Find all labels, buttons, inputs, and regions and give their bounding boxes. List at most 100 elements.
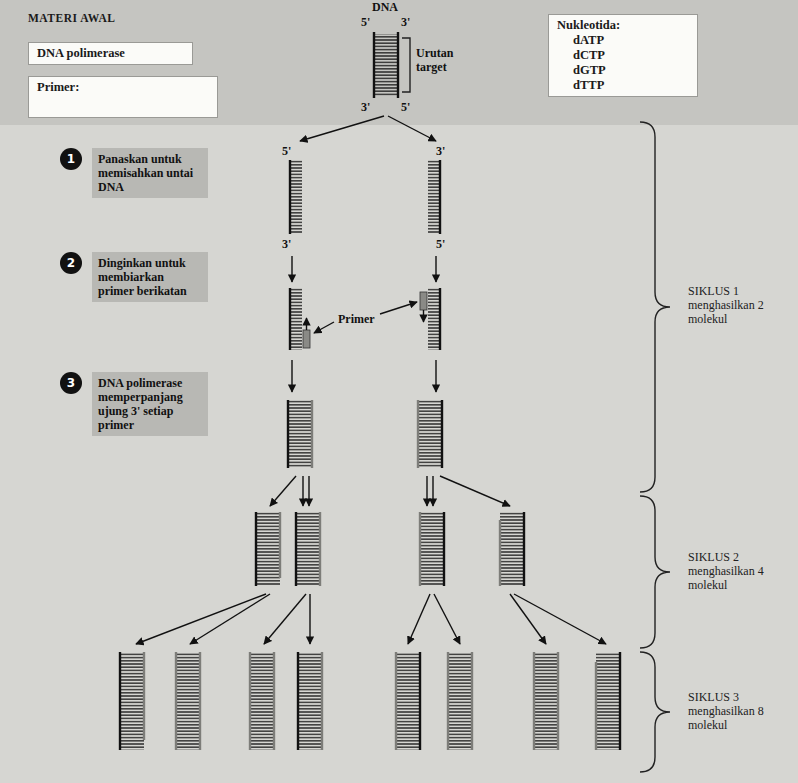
step-arrow: [300, 116, 436, 141]
dna-double-helix: [374, 34, 398, 96]
dna-double-helix: [255, 512, 257, 586]
cycle-brace: [640, 496, 670, 648]
step-number: 1: [60, 148, 82, 170]
cycle-arrow: [302, 476, 303, 506]
cycle-arrow: [434, 594, 460, 644]
strand-end: 5': [436, 237, 445, 251]
cycle-arrow: [136, 594, 606, 644]
leader-arrow: [314, 322, 334, 333]
dna-double-helix: [595, 662, 597, 750]
dna-double-helix: [279, 512, 281, 578]
cycle-label: SIKLUS 2 menghasilkan 4 molekul: [688, 550, 784, 592]
single-strand: [428, 288, 440, 350]
material-box: DNA polimerase: [28, 42, 193, 65]
primer-symbol: [303, 292, 427, 348]
single-strand: [439, 288, 441, 350]
step-arrow: [435, 256, 436, 282]
strand-end: 3': [401, 15, 410, 29]
step-arrow: [291, 256, 292, 282]
cycle-brace: [640, 652, 670, 772]
step-text: Panaskan untuk memisahkan untai DNA: [98, 152, 202, 194]
target-bracket: [402, 38, 410, 92]
strand-end: 3': [436, 144, 445, 158]
single-strand: [439, 160, 441, 234]
cycle-brace: [640, 122, 670, 492]
dna-double-helix: [175, 652, 177, 750]
cycle-arrow: [426, 476, 427, 506]
step-box: 1Panaskan untuk memisahkan untai DNA: [92, 148, 208, 198]
nucleotide-name: dTTP: [557, 78, 689, 93]
material-box: Primer:: [28, 76, 218, 118]
nucleotide-box: Nukleotida:dATPdCTPdGTPdTTP: [548, 14, 698, 97]
cycle-arrow: [309, 594, 310, 644]
cycle-arrow: [308, 476, 309, 506]
step-arrow: [435, 360, 436, 392]
cycle-arrow: [514, 594, 606, 644]
dna-double-helix: [417, 400, 419, 468]
dna-double-helix: [523, 512, 525, 586]
dna-double-helix: [143, 652, 145, 740]
cycle-arrow: [264, 594, 306, 644]
strand-end: 3': [282, 237, 291, 251]
dna-double-helix: [441, 400, 443, 468]
single-strand: [289, 160, 291, 234]
single-strand: [290, 288, 302, 350]
dna-double-helix: [250, 652, 274, 750]
header-band: MATERI AWALDNA polimerasePrimer:Nukleoti…: [0, 0, 798, 125]
step-text: DNA polimerase memperpanjang ujung 3' se…: [98, 376, 202, 432]
dna-double-helix: [273, 652, 275, 750]
primer-label: Primer: [338, 312, 375, 326]
dna-double-helix: [288, 400, 442, 468]
dna-double-helix: [447, 652, 449, 750]
primer-symbol: [420, 292, 427, 310]
step-number: 2: [60, 252, 82, 274]
step-box: 3DNA polimerase memperpanjang ujung 3' s…: [92, 372, 208, 436]
cycle-arrow: [270, 476, 296, 506]
dna-double-helix: [295, 512, 297, 586]
nucleotide-name: dGTP: [557, 63, 689, 78]
dna-double-helix: [420, 512, 444, 586]
dna-double-helix: [256, 512, 280, 586]
dna-double-helix: [256, 512, 524, 586]
dna-double-helix: [396, 652, 420, 750]
strand-end: 5': [361, 15, 370, 29]
cycle-label: SIKLUS 3 menghasilkan 8 molekul: [688, 690, 784, 732]
dna-double-helix: [120, 652, 620, 750]
target-label: Urutan target: [416, 46, 466, 74]
step-arrow: [300, 116, 384, 141]
dna-double-helix: [288, 400, 312, 468]
single-strand: [290, 288, 440, 350]
header-ground: [0, 0, 798, 125]
strand-end: 3': [361, 100, 370, 114]
dna-double-helix: [619, 652, 621, 750]
cycle-brace: [640, 122, 670, 772]
dna-double-helix: [596, 652, 620, 750]
cycle-arrow: [408, 594, 430, 644]
step-arrow: [388, 116, 436, 141]
step-number: 3: [60, 372, 82, 394]
nucleotide-name: dATP: [557, 33, 689, 48]
step-arrow: [291, 360, 292, 392]
molecule-name: DNA: [372, 0, 398, 14]
dna-double-helix: [287, 400, 289, 468]
dna-double-helix: [418, 400, 442, 468]
step-arrow: [292, 360, 436, 392]
dna-double-helix: [533, 652, 535, 750]
leader-arrow: [380, 302, 417, 314]
dna-double-helix: [321, 652, 323, 750]
dna-double-helix: [298, 652, 322, 750]
dna-double-helix: [176, 652, 200, 750]
step-box: 2Dinginkan untuk membiarkan primer berik…: [92, 252, 208, 302]
dna-double-helix: [374, 32, 398, 98]
primer-symbol: [306, 318, 307, 330]
single-strand: [289, 288, 291, 350]
dna-double-helix: [534, 652, 558, 750]
dna-double-helix: [311, 400, 313, 468]
dna-double-helix: [119, 652, 121, 750]
material-label: Primer:: [37, 80, 209, 95]
cycle-label: SIKLUS 1 menghasilkan 2 molekul: [688, 284, 784, 326]
cycle-arrow: [190, 594, 270, 644]
single-strand: [290, 160, 440, 234]
dna-double-helix: [120, 652, 144, 750]
